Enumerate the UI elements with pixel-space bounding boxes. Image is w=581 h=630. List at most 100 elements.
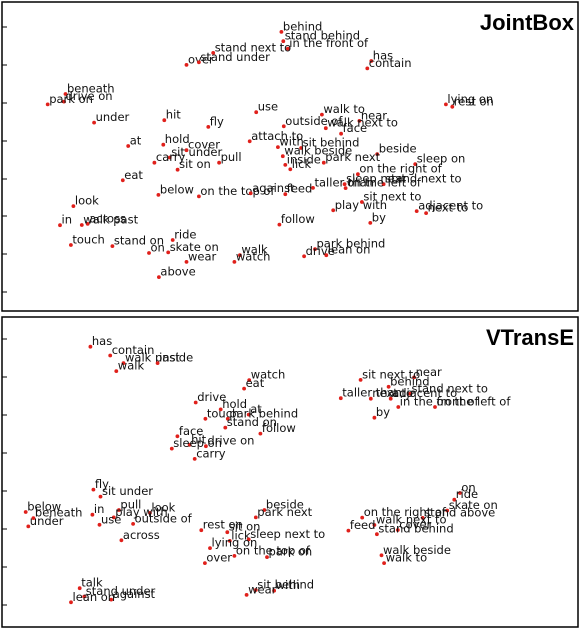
point-label: on the right of (359, 162, 442, 176)
data-point (254, 110, 259, 115)
point-label: taller than (342, 386, 402, 400)
data-point (63, 92, 68, 96)
point-label: over (206, 551, 232, 565)
point-label: watch (251, 368, 286, 382)
point-label: drive on (207, 434, 254, 448)
data-point (187, 442, 192, 447)
point-label: wear (248, 582, 277, 596)
data-point (324, 253, 329, 258)
data-point (110, 244, 115, 249)
point-label: sit next to (362, 367, 420, 381)
data-point (420, 516, 425, 520)
point-label: lick (292, 157, 312, 171)
point-label: by (376, 405, 390, 419)
point-label: lean on (73, 590, 116, 604)
point-label: walk beside (383, 543, 451, 557)
point-label: stand under (200, 50, 270, 64)
point-label: under (96, 110, 130, 124)
data-point (262, 508, 267, 512)
point-label: follow (262, 421, 296, 435)
data-point (386, 384, 391, 389)
data-point (204, 444, 208, 449)
data-point (323, 126, 328, 131)
data-point (157, 275, 161, 279)
data-point (58, 223, 62, 228)
point-label: across (123, 528, 160, 542)
data-point (358, 378, 363, 382)
data-point (247, 378, 252, 382)
point-label: below (27, 500, 61, 514)
point-label: carry (196, 446, 226, 460)
point-label: touch (72, 233, 104, 247)
data-point (117, 508, 121, 512)
point-label: sit next to (363, 190, 421, 204)
point-label: park behind (317, 237, 386, 251)
point-label: at (250, 402, 262, 416)
data-point (413, 162, 418, 167)
data-point (299, 146, 303, 150)
jointbox-title: JointBox (480, 10, 575, 35)
point-label: adjacent to (418, 199, 483, 213)
data-point (184, 148, 189, 153)
data-point (79, 223, 84, 227)
point-label: hit (166, 108, 181, 122)
data-point (167, 155, 172, 160)
data-point (147, 251, 151, 255)
point-label: eat (246, 376, 265, 390)
point-label: contain (369, 56, 412, 70)
point-label: beside (266, 498, 304, 512)
point-label: sit behind (257, 578, 314, 592)
data-point (223, 425, 228, 430)
point-label: sit on (229, 520, 261, 534)
point-label: watch (236, 249, 271, 263)
point-label: with (279, 135, 303, 149)
point-label: taller than (315, 175, 375, 189)
point-label: outside of (285, 114, 343, 128)
data-point (272, 588, 276, 593)
data-point (152, 160, 157, 165)
point-label: hold (222, 397, 247, 411)
data-point (197, 60, 201, 65)
point-label: drive on (66, 89, 113, 103)
data-point (206, 125, 211, 129)
point-label: wear (188, 249, 217, 263)
point-label: beneath (67, 82, 115, 96)
data-point (92, 120, 96, 125)
point-label: on the top of (200, 184, 275, 198)
vtranse-y-ticks (2, 338, 7, 606)
data-point (356, 172, 360, 177)
point-label: on the top of (236, 543, 311, 557)
data-point (114, 369, 119, 373)
data-point (225, 530, 230, 535)
data-point (121, 361, 126, 365)
data-point (343, 186, 348, 191)
point-label: in the front of (289, 36, 369, 50)
point-label: cover (188, 138, 220, 152)
data-point (119, 538, 124, 543)
point-label: pull (221, 150, 242, 164)
data-point (208, 546, 212, 550)
data-point (166, 250, 171, 255)
data-point (77, 586, 82, 591)
data-point (342, 182, 347, 187)
data-point (126, 144, 131, 148)
data-point (244, 593, 249, 597)
data-point (395, 528, 400, 532)
data-point (302, 254, 306, 259)
point-label: park on (269, 545, 313, 559)
data-point (277, 222, 282, 227)
data-point (246, 412, 251, 417)
point-label: sit under (102, 484, 153, 498)
point-label: with (276, 578, 300, 592)
data-point (108, 353, 113, 358)
data-point (155, 361, 160, 365)
data-point (357, 119, 362, 123)
point-label: look (75, 194, 99, 208)
point-label: in (94, 502, 104, 516)
point-label: adjacent to (392, 386, 457, 400)
data-point (360, 200, 364, 204)
point-label: play with (115, 505, 167, 519)
